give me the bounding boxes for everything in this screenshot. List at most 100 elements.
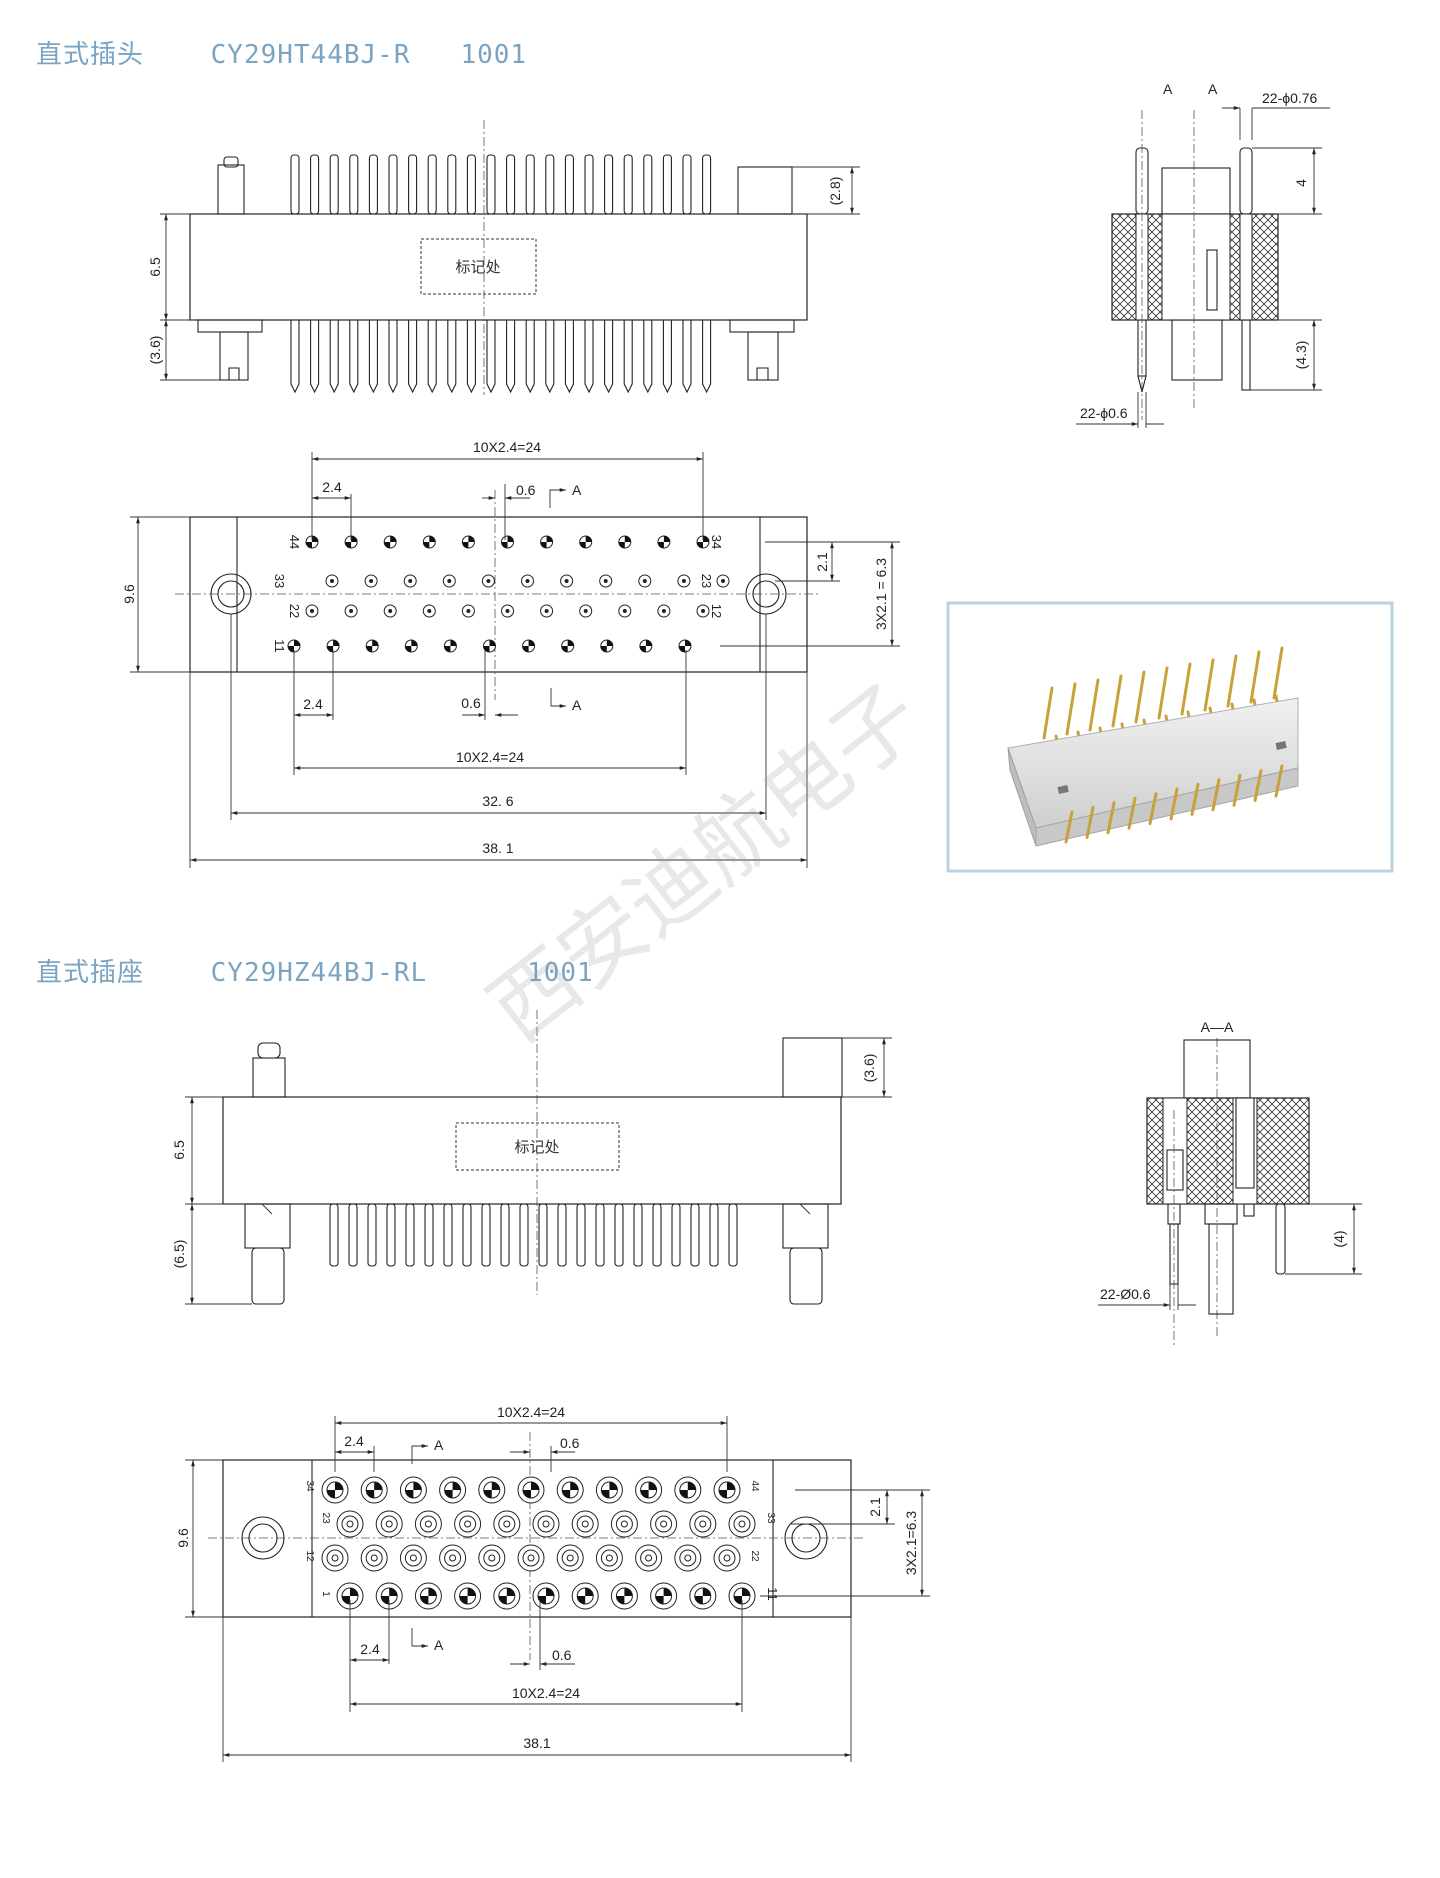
photo-pin-bottom bbox=[1085, 805, 1095, 839]
plug-face-pin-fill bbox=[501, 536, 514, 548]
plug-face-pin-center bbox=[310, 609, 314, 613]
plug-face-pin-center bbox=[427, 609, 432, 613]
plug-face-pin-fill bbox=[423, 536, 436, 548]
photo-pin-bottom bbox=[1253, 769, 1263, 803]
socket-front-pins bbox=[329, 1203, 738, 1267]
plug-dim-span-top: 10X2.4=24 bbox=[473, 439, 541, 455]
socket-front-pin bbox=[386, 1203, 396, 1267]
socket-face-pin-center bbox=[684, 1554, 692, 1562]
plug-dim-offset-bottom: 0.6 bbox=[461, 695, 481, 711]
plug-front-pin-lower bbox=[486, 320, 496, 394]
plug-section-arrow-top: A bbox=[572, 482, 582, 498]
plug-front-pin-lower bbox=[506, 320, 516, 394]
plug-front-pin-upper bbox=[506, 154, 516, 215]
plug-face-pin-fill bbox=[345, 536, 358, 548]
plug-front-pin-lower bbox=[604, 320, 614, 394]
plug-front-pin-lower bbox=[623, 320, 633, 394]
plug-section-pin-top-len: 4 bbox=[1293, 179, 1309, 187]
socket-face-pin-fill bbox=[327, 1482, 343, 1498]
photo-pin-back bbox=[1226, 654, 1238, 708]
plug-front-pin-upper bbox=[682, 154, 692, 215]
plug-front-pin-lower bbox=[388, 320, 398, 394]
plug-title-type: 直式插头 bbox=[36, 40, 145, 70]
plug-front-pin-upper bbox=[662, 154, 672, 215]
plug-dim-hole-span: 32. 6 bbox=[482, 793, 513, 809]
socket-pin-label-34: 34 bbox=[304, 1480, 315, 1492]
socket-pin-label-11: 11 bbox=[765, 1587, 780, 1601]
socket-face-view: 34 44 23 33 12 22 1 11 10X2.4=24 2.4 A 0… bbox=[175, 1404, 930, 1762]
plug-front-pin-upper bbox=[408, 154, 418, 215]
socket-front-pin bbox=[329, 1203, 339, 1267]
socket-face-pin-center bbox=[542, 1520, 550, 1528]
socket-front-pin bbox=[443, 1203, 453, 1267]
photo-pin-back bbox=[1180, 662, 1192, 716]
plug-front-view: 标记处 6.5 (3.6) (2.8) bbox=[147, 120, 860, 395]
plug-marking-text: 标记处 bbox=[455, 258, 500, 276]
socket-front-pin bbox=[367, 1203, 377, 1267]
socket-face-pin-fill bbox=[734, 1588, 750, 1604]
plug-front-pin-lower bbox=[643, 320, 653, 394]
plug-pin-label-12: 12 bbox=[709, 604, 724, 618]
socket-face-pin-fill bbox=[523, 1482, 539, 1498]
plug-dim-span-bottom: 10X2.4=24 bbox=[456, 749, 524, 765]
photo-pin-back bbox=[1249, 650, 1261, 704]
socket-face-pin-center bbox=[723, 1554, 731, 1562]
socket-section-pin-dia: 22-Ø0.6 bbox=[1100, 1286, 1151, 1302]
socket-pin-label-22: 22 bbox=[749, 1550, 760, 1562]
photo-pin-back bbox=[1157, 666, 1169, 720]
socket-front-pin bbox=[557, 1203, 567, 1267]
socket-title-model: CY29HZ44BJ-RL bbox=[210, 958, 428, 988]
socket-dim-row-pitch: 2.1 bbox=[867, 1497, 883, 1517]
plug-face-pin-center bbox=[603, 579, 608, 583]
socket-section-pin-len: (4) bbox=[1331, 1230, 1347, 1247]
socket-body bbox=[222, 1096, 842, 1205]
socket-face-pin-fill bbox=[498, 1588, 515, 1604]
plug-front-pin-lower bbox=[584, 320, 594, 394]
socket-dim-top-post: (3.6) bbox=[861, 1054, 877, 1083]
plug-section-pin-top-dia: 22-ϕ0.76 bbox=[1262, 90, 1318, 106]
photo-pin-back bbox=[1042, 686, 1054, 740]
plug-front-pins bbox=[290, 154, 712, 394]
product-photo bbox=[946, 601, 1394, 873]
socket-pin-label-44: 44 bbox=[749, 1480, 760, 1492]
plug-face-view: 44 34 33 23 22 12 11 10X2.4=24 2.4 0.6 A… bbox=[121, 439, 900, 868]
socket-face-pin-fill bbox=[640, 1482, 657, 1498]
plug-face-pin-center bbox=[349, 609, 354, 613]
plug-section-pin-bottom-len: (4.3) bbox=[1293, 341, 1309, 370]
plug-front-pin-lower bbox=[466, 320, 476, 394]
plug-face-pin-center bbox=[642, 579, 647, 583]
plug-front-pin-lower bbox=[564, 320, 574, 394]
socket-face-pin-center bbox=[370, 1554, 378, 1562]
socket-front-pin bbox=[652, 1203, 662, 1267]
plug-face-pin-fill bbox=[600, 640, 613, 652]
photo-pin-bottom bbox=[1190, 782, 1200, 816]
socket-front-pin bbox=[595, 1203, 605, 1267]
plug-face-pin-center bbox=[486, 579, 491, 583]
plug-front-pin-lower bbox=[329, 320, 339, 394]
socket-face-pin-center bbox=[346, 1520, 354, 1528]
plug-face-pin-fill bbox=[462, 536, 475, 548]
plug-front-pin-lower bbox=[427, 320, 437, 394]
socket-front-pin bbox=[538, 1203, 548, 1267]
photo-pin-back bbox=[1272, 646, 1284, 700]
socket-front-view: 标记处 6.5 (6.5) (3.6) bbox=[171, 1010, 892, 1305]
plug-dim-height: 6.5 bbox=[147, 257, 163, 277]
socket-face-pin-center bbox=[699, 1520, 707, 1528]
plug-face-pin-fill bbox=[540, 536, 553, 548]
plug-face-pin-fill bbox=[618, 536, 631, 548]
photo-pin-back bbox=[1203, 658, 1215, 712]
plug-face-pin-center bbox=[388, 609, 393, 613]
plug-face-pin-center bbox=[583, 609, 588, 613]
plug-face-pin-fill bbox=[579, 536, 592, 548]
plug-section-arrow-bottom: A bbox=[572, 697, 582, 713]
socket-face-pin-fill bbox=[601, 1482, 618, 1498]
plug-dim-row-pitch: 2.1 bbox=[814, 552, 830, 572]
socket-dim-width: 9.6 bbox=[175, 1528, 191, 1548]
photo-pin-bottom bbox=[1169, 787, 1179, 821]
photo-pin-back bbox=[1088, 678, 1100, 732]
plug-front-pin-lower bbox=[349, 320, 359, 394]
socket-front-pin bbox=[576, 1203, 586, 1267]
socket-front-pin bbox=[424, 1203, 434, 1267]
socket-dim-pitch-top: 2.4 bbox=[344, 1433, 364, 1449]
plug-title-code: 1001 bbox=[460, 40, 528, 70]
